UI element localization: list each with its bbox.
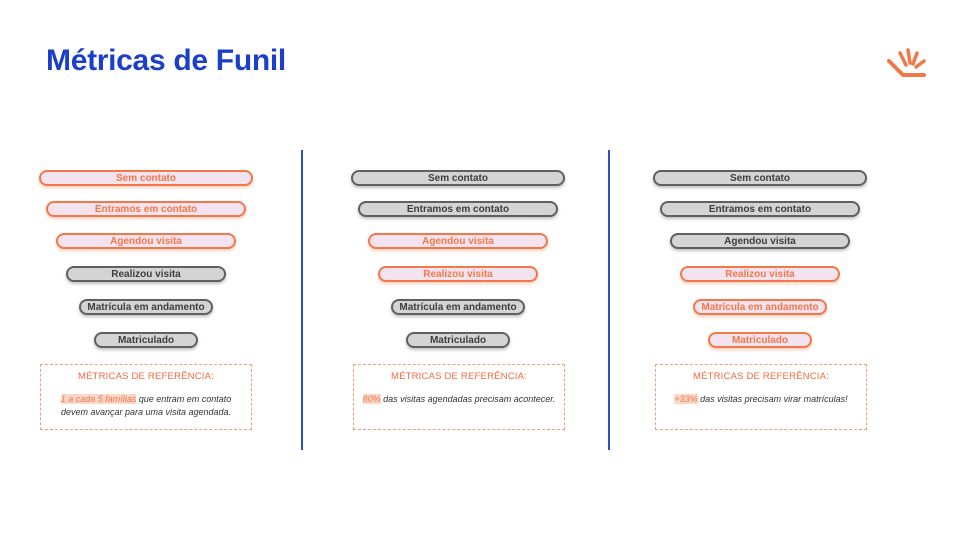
sun-rays-logo-icon	[887, 48, 926, 77]
reference-metrics-text: 1 a cada 5 famílias que entram em contat…	[47, 393, 245, 419]
funnel-stage-sem-contato: Sem contato	[653, 170, 867, 186]
funnel-stage-matriculado: Matriculado	[708, 332, 812, 348]
funnel-stage-matricula-em-andamento: Matrícula em andamento	[79, 299, 213, 315]
funnel-stage-agendou-visita: Agendou visita	[670, 233, 850, 249]
funnel-stage-matriculado: Matriculado	[406, 332, 510, 348]
funnel-stage-matricula-em-andamento: Matrícula em andamento	[693, 299, 827, 315]
funnel-stage-realizou-visita: Realizou visita	[66, 266, 226, 282]
funnel-stage-matricula-em-andamento: Matrícula em andamento	[391, 299, 525, 315]
reference-metrics-box: MÉTRICAS DE REFERÊNCIA: +33% das visitas…	[655, 364, 867, 430]
metric-description: das visitas agendadas precisam acontecer…	[380, 394, 556, 404]
column-divider	[301, 150, 303, 450]
funnel-stage-entramos-em-contato: Entramos em contato	[358, 201, 558, 217]
reference-metrics-box: MÉTRICAS DE REFERÊNCIA: 80% das visitas …	[353, 364, 565, 430]
funnel-stage-agendou-visita: Agendou visita	[368, 233, 548, 249]
reference-metrics-heading: MÉTRICAS DE REFERÊNCIA:	[390, 371, 528, 382]
funnel-stage-sem-contato: Sem contato	[351, 170, 565, 186]
metric-description: que entram em contato devem avançar para…	[60, 394, 232, 417]
metric-highlight: +33%	[674, 394, 698, 404]
metric-highlight: 80%	[362, 394, 381, 404]
funnel-stage-matriculado: Matriculado	[94, 332, 198, 348]
reference-metrics-heading: MÉTRICAS DE REFERÊNCIA:	[692, 371, 830, 382]
funnel-stage-entramos-em-contato: Entramos em contato	[660, 201, 860, 217]
column-divider	[608, 150, 610, 450]
reference-metrics-text: 80% das visitas agendadas precisam acont…	[360, 393, 558, 406]
funnel-stage-agendou-visita: Agendou visita	[56, 233, 236, 249]
funnel-stage-sem-contato: Sem contato	[39, 170, 253, 186]
funnel-stage-realizou-visita: Realizou visita	[680, 266, 840, 282]
reference-metrics-heading: MÉTRICAS DE REFERÊNCIA:	[77, 371, 215, 382]
metric-description: das visitas precisam virar matrículas!	[697, 394, 848, 404]
metric-highlight: 1 a cada 5 famílias	[60, 394, 137, 404]
page-title: Métricas de Funil	[46, 44, 286, 77]
reference-metrics-text: +33% das visitas precisam virar matrícul…	[662, 393, 860, 406]
funnel-stage-realizou-visita: Realizou visita	[378, 266, 538, 282]
funnel-stage-entramos-em-contato: Entramos em contato	[46, 201, 246, 217]
reference-metrics-box: MÉTRICAS DE REFERÊNCIA: 1 a cada 5 famíl…	[40, 364, 252, 430]
